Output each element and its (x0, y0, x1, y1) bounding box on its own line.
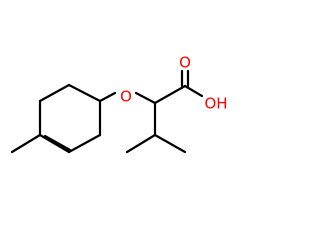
bond-ring-2 (38, 83, 71, 103)
cyclohexene-ring (38, 83, 102, 154)
bond-alpha-to-carboxyl (153, 84, 187, 105)
bond-ring-4 (38, 133, 71, 154)
bond-ring-double-inner (43, 134, 72, 152)
bond-ring-5 (67, 133, 102, 154)
bond-ether-o-to-alpha (134, 91, 157, 105)
molecule-structure: O O OH (10, 54, 228, 154)
bond-ring-to-ether-o (98, 91, 117, 103)
bond-methyl-ring (10, 133, 42, 154)
ether-oxygen-label: O (120, 88, 132, 106)
bond-carboxyl-to-oh (183, 84, 204, 98)
hydroxyl-label: OH (204, 95, 227, 113)
carbonyl-oxygen-label: O (179, 54, 191, 72)
bond-isopropyl-methyl-left (125, 133, 157, 154)
bond-ring-1 (67, 83, 102, 103)
bond-isopropyl-methyl-right (153, 133, 187, 154)
